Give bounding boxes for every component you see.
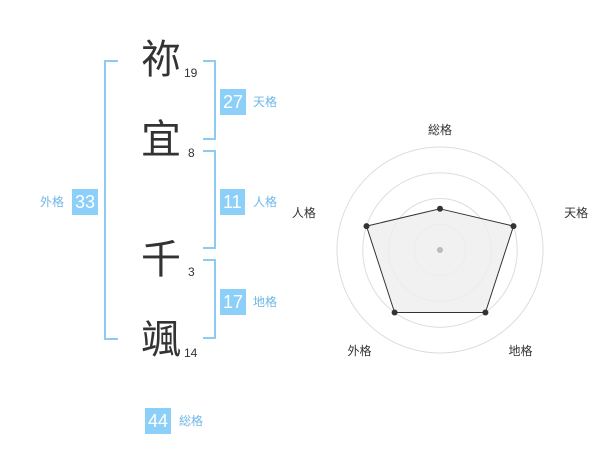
jinkaku-value: 11 bbox=[220, 189, 245, 215]
stroke-count-2: 8 bbox=[188, 146, 195, 160]
gaikaku-value: 33 bbox=[72, 189, 99, 215]
stroke-count-4: 14 bbox=[184, 346, 198, 360]
name-char-1: 祢 bbox=[141, 37, 181, 83]
radar-area bbox=[365, 208, 515, 313]
radar-ring bbox=[362, 172, 518, 328]
name-char-4: 颯 bbox=[141, 317, 181, 363]
radar-point bbox=[510, 223, 517, 230]
chikaku-bracket bbox=[203, 259, 216, 339]
radar-axis-label-tenkaku: 天格 bbox=[564, 205, 588, 220]
radar-axis-label-jinkaku: 人格 bbox=[292, 205, 316, 220]
radar-center-dot bbox=[437, 247, 443, 253]
radar-axis-label-chikaku: 地格 bbox=[509, 343, 533, 358]
tenkaku-bracket bbox=[203, 60, 216, 140]
jinkaku-label: 人格 bbox=[253, 195, 278, 209]
radar-axis-label-soukaku: 総格 bbox=[428, 122, 452, 137]
jinkaku-bracket bbox=[203, 150, 216, 249]
radar-point bbox=[391, 309, 398, 316]
name-char-3: 千 bbox=[141, 237, 181, 283]
stroke-count-3: 3 bbox=[188, 265, 195, 279]
gaikaku-bracket bbox=[104, 60, 118, 340]
gaikaku-label: 外格 bbox=[40, 195, 65, 209]
radar-point bbox=[437, 205, 443, 212]
radar-points bbox=[363, 205, 517, 316]
name-char-2: 宜 bbox=[141, 117, 181, 163]
radar-point bbox=[363, 223, 370, 230]
soukaku-label: 総格 bbox=[179, 414, 204, 428]
soukaku-value: 44 bbox=[145, 408, 172, 434]
stroke-count-1: 19 bbox=[184, 66, 198, 80]
chikaku-label: 地格 bbox=[253, 295, 278, 309]
tenkaku-value: 27 bbox=[220, 89, 247, 115]
radar-axis-label-gaikaku: 外格 bbox=[347, 343, 371, 358]
radar-point bbox=[482, 309, 489, 316]
tenkaku-label: 天格 bbox=[253, 95, 278, 109]
chikaku-value: 17 bbox=[220, 289, 247, 315]
radar-ring bbox=[336, 146, 544, 354]
